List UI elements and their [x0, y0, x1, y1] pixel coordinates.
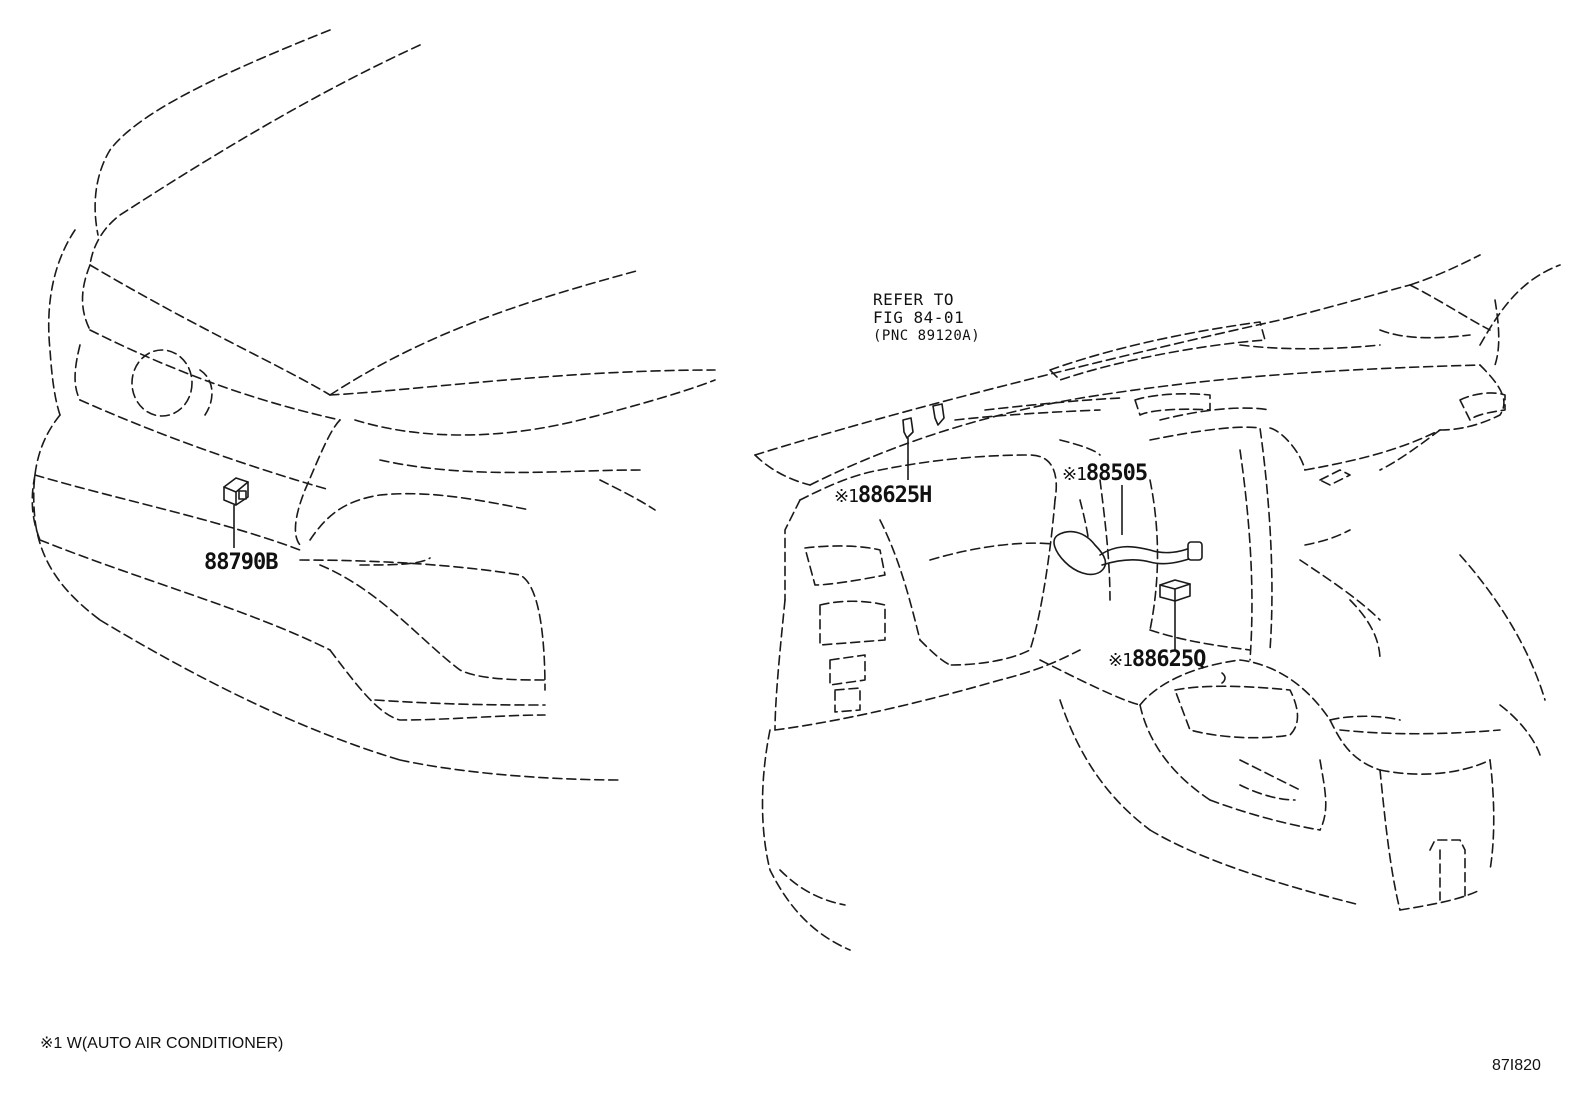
note-mark: ※1	[1108, 650, 1133, 671]
instrument-panel-drawing	[754, 254, 1561, 951]
callout-88790B[interactable]: 88790B	[204, 550, 278, 575]
callout-88625H-label: 88625H	[857, 483, 932, 508]
reference-line-1: REFER TO	[873, 290, 955, 309]
reference-line-3: (PNC 89120A)	[873, 328, 981, 344]
note-mark: ※1	[1062, 464, 1087, 485]
callout-88505-label: 88505	[1085, 461, 1148, 486]
reference-note[interactable]: REFER TO FIG 84-01 (PNC 89120A)	[873, 291, 980, 345]
footnote: ※1 W(AUTO AIR CONDITIONER)	[40, 1035, 284, 1052]
reference-line-2: FIG 84-01	[873, 308, 965, 327]
front-bumper-drawing	[31, 29, 716, 781]
callout-88625Q[interactable]: ※188625Q	[1108, 647, 1206, 672]
diagram-id: 87I820	[1492, 1057, 1541, 1074]
callout-88790B-label: 88790B	[204, 550, 278, 575]
callout-88625H[interactable]: ※188625H	[834, 483, 932, 508]
note-mark: ※1	[834, 486, 859, 507]
callout-88505[interactable]: ※188505	[1062, 461, 1148, 486]
callout-88625Q-label: 88625Q	[1131, 647, 1206, 672]
